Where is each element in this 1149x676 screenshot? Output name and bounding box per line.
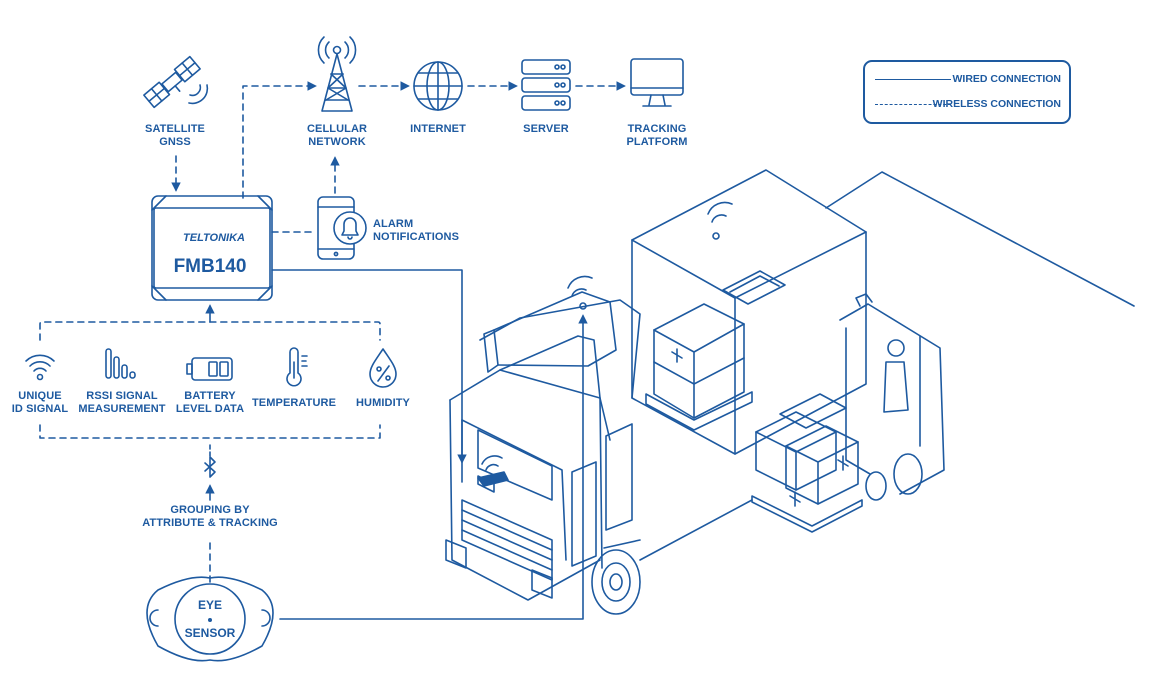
legend-wireless: WIRELESS CONNECTION [875,98,1061,112]
forklift [751,293,945,533]
globe-icon [413,61,463,111]
link-device-cellular [242,81,317,199]
truck-illustration [445,169,867,615]
legend: WIRED CONNECTION WIRELESS CONNECTION [863,60,1071,124]
sensor-line2: SENSOR [185,626,236,640]
satellite-icon [143,55,209,109]
feature-label-temperature: TEMPERATURE [251,397,337,409]
sensor-dot [208,618,212,622]
server-icon [521,59,571,111]
water-drop-icon [369,348,397,388]
battery-icon [186,357,233,381]
legend-wireless-label: WIRELESS CONNECTION [932,98,1061,110]
device-brand: TELTONIKA [183,232,245,244]
legend-wired-label: WIRED CONNECTION [952,73,1062,85]
thermometer-icon [286,347,308,387]
cell-tower-icon [317,36,357,112]
bluetooth-icon [204,456,216,478]
monitor-icon [630,58,684,107]
legend-wireless-swatch [875,104,951,105]
refrigerated-cargo [645,303,753,431]
floor-outline [825,171,1135,307]
label-internet: INTERNET [410,123,466,135]
link-device-truck [271,269,467,464]
legend-wired: WIRED CONNECTION [875,73,1061,87]
sensor-line1: EYE [198,598,222,612]
legend-wired-swatch [875,79,951,80]
feature-label-humidity: HUMIDITY [356,397,410,409]
label-server: SERVER [523,123,569,135]
device-model: FMB140 [174,256,247,277]
fmb140-device [151,195,273,301]
wifi-signal-icon [25,354,55,381]
signal-bars-icon [105,348,136,379]
link-sensor-cargo [279,314,588,620]
eye-sensor [146,576,274,662]
alarm-phone-icon [317,196,367,260]
